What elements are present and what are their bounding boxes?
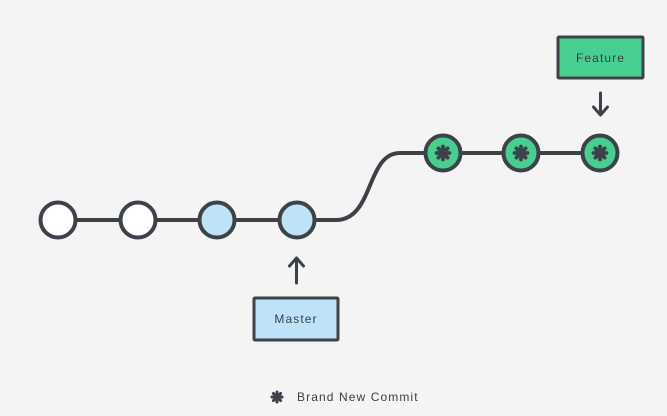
new-commit-asterisk-icon <box>591 144 609 162</box>
legend-asterisk-icon <box>270 390 284 404</box>
master-branch-box <box>252 296 340 342</box>
down-arrow-icon <box>592 91 609 117</box>
commit-node-master-3 <box>197 200 237 240</box>
feature-branch-label: Feature <box>576 51 625 65</box>
legend-label: Brand New Commit <box>297 390 419 404</box>
up-arrow-icon <box>288 256 305 285</box>
commit-node-master-4 <box>277 200 317 240</box>
feature-branch-box <box>556 35 645 80</box>
master-branch-label: Master <box>274 312 317 326</box>
commit-node-master-2 <box>118 200 158 240</box>
new-commit-asterisk-icon <box>512 144 530 162</box>
branch-line-path <box>58 151 600 222</box>
commit-node-master-1 <box>38 200 78 240</box>
new-commit-asterisk-icon <box>434 144 452 162</box>
